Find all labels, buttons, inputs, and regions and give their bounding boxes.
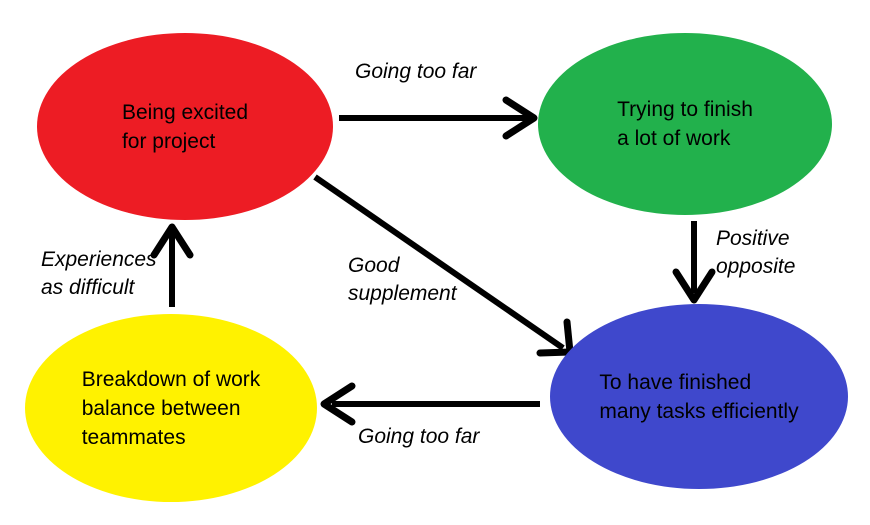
node-finished-tasks-label: To have finished many tasks efficiently [599, 370, 799, 423]
node-being-excited: Being excited for project [37, 33, 333, 220]
edge-label-experiences-as-difficult: Experiences as difficult [41, 248, 157, 299]
node-trying-to-finish: Trying to finish a lot of work [538, 33, 832, 215]
edge-label-good-supplement: Good supplement [348, 254, 457, 305]
node-work-breakdown: Breakdown of work balance between teamma… [25, 314, 317, 502]
arrow-trying-to-finished [672, 221, 716, 304]
node-work-breakdown-label: Breakdown of work balance between teamma… [81, 367, 261, 449]
arrow-breakdown-to-excited [150, 223, 194, 307]
node-finished-tasks: To have finished many tasks efficiently [550, 304, 848, 489]
node-being-excited-label: Being excited for project [121, 100, 249, 153]
edge-label-going-too-far-bottom: Going too far [358, 425, 480, 448]
arrow-excited-to-trying [339, 96, 538, 140]
edge-label-positive-opposite: Positive opposite [716, 227, 796, 278]
arrow-finished-to-breakdown [320, 382, 540, 426]
edge-label-going-too-far-top: Going too far [355, 60, 477, 83]
node-trying-to-finish-label: Trying to finish a lot of work [617, 98, 753, 150]
